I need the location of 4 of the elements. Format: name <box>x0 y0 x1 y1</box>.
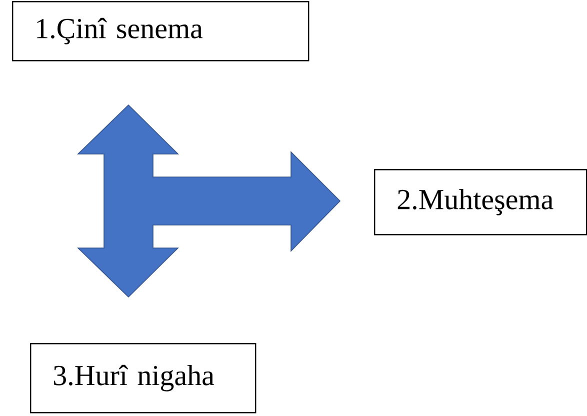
block-arrow <box>77 104 341 298</box>
text-box: 1.Çinî senema <box>12 1 310 62</box>
text-box: 2.Muhteşema <box>374 169 587 236</box>
text-box: 3.Hurî nigaha <box>30 343 256 414</box>
